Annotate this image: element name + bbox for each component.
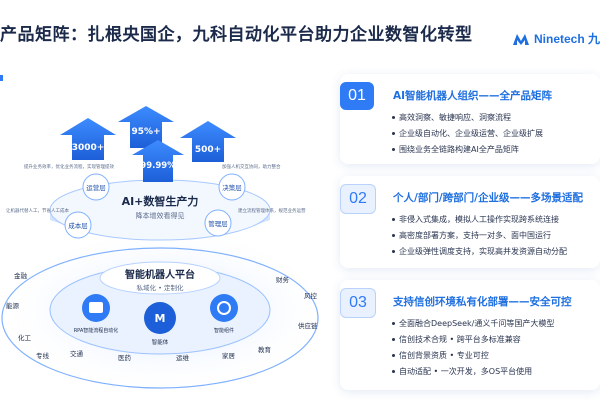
page-title: 产品矩阵：扎根央国企，九科自动化平台助力企业数智化转型 [0, 25, 473, 45]
note-mid-left: 让机器代替人工，节省人工成本 [6, 207, 69, 214]
svg-text:运营层: 运营层 [86, 183, 106, 192]
svg-text:管理层: 管理层 [208, 219, 228, 228]
note-mid-right: 建立流程管理体系，规范业务运营 [238, 207, 306, 214]
card-number: 03 [340, 288, 376, 318]
rpa-icon: RPA智能流程自动化 [74, 294, 119, 334]
industry-label: 交通 [70, 349, 84, 358]
industry-label: 运维 [176, 353, 190, 362]
growth-arrows [60, 106, 236, 182]
card-bullet: 企业级自动化、企业级运营、企业级扩展 [392, 129, 543, 138]
note-top-left: 提升业务效率，优化业务流程，实现管理提效 [24, 163, 114, 170]
card-heading: AI智能机器人组织——全产品矩阵 [393, 90, 553, 102]
component-icon: 智能组件 [210, 294, 238, 334]
arrow-label-top: 95%+ [131, 127, 160, 137]
arrow-label-right: 500+ [195, 145, 221, 155]
card-number: 02 [340, 184, 376, 214]
industry-label: 供应链 [298, 321, 318, 330]
industry-label: 医药 [118, 353, 132, 362]
upper-subtitle: 降本增效看得见 [136, 211, 185, 220]
card-03: 03 支持信创环境私有化部署——安全可控 全面融合DeepSeek/通义千问等国… [340, 280, 600, 390]
brand-logo: Ninetech 九 [512, 30, 600, 47]
card-01: 01 AI智能机器人组织——全产品矩阵 高效洞察、敏捷响应、洞察流程 企业级自动… [340, 74, 600, 164]
industry-label: 金融 [14, 271, 28, 280]
svg-text:智能组件: 智能组件 [214, 327, 234, 334]
card-bullet: 信创技术合规 • 跨平台多标准兼容 [392, 335, 521, 344]
card-heading: 个人/部门/跨部门/企业级——多场景适配 [393, 192, 584, 204]
arrow-right [180, 121, 236, 162]
card-bullet: 围绕业务全链路构建AI全产品矩阵 [392, 145, 519, 154]
industry-label: 化工 [18, 333, 32, 342]
card-bullet: 自动适配 • 一次开发，多OS平台使用 [391, 367, 533, 376]
svg-text:RPA智能流程自动化: RPA智能流程自动化 [74, 327, 119, 334]
card-bullet: 高密度部署方案，支持一对多、面中国运行 [392, 231, 551, 240]
svg-text:决策层: 决策层 [222, 183, 242, 192]
node-manage: 管理层 [204, 209, 232, 237]
node-cost: 成本层 [64, 211, 92, 239]
industry-label: 财务 [276, 275, 290, 284]
node-decision: 决策层 [218, 173, 246, 201]
card-bullet: 信创背景资质 • 专业可控 [392, 351, 489, 360]
core-platform-top [99, 261, 221, 295]
svg-text:M: M [155, 312, 166, 325]
industry-label: 风控 [304, 291, 318, 300]
card-heading: 支持信创环境私有化部署——安全可控 [393, 296, 572, 308]
arrow-center [132, 140, 184, 182]
industry-label: 教育 [258, 345, 272, 354]
outer-ring [1, 247, 319, 389]
card-02: 02 个人/部门/跨部门/企业级——多场景适配 非侵入式集成，模拟人工操作实现跨… [340, 176, 600, 268]
product-matrix-diagram: 3000+ 95%+ 99.99% 500+ AI+数智生产力 降本增效看得见 … [0, 60, 335, 400]
node-operate: 运营层 [82, 173, 110, 201]
arrow-left [60, 118, 116, 160]
svg-text:成本层: 成本层 [68, 221, 88, 230]
core-title: 智能机器人平台 [125, 268, 195, 281]
slide-marker [0, 75, 3, 81]
industry-label: 专线 [36, 351, 50, 360]
industry-labels: 金融 能源 化工 交通 医药 运维 家居 教育 财务 风控 供应链 专线 [6, 271, 318, 362]
arrow-center-top [118, 106, 174, 148]
arrow-label-center: 99.99% [140, 161, 176, 171]
card-bullet: 全面融合DeepSeek/通义千问等国产大模型 [391, 319, 555, 328]
ninetech-logo-icon [512, 33, 529, 45]
logo-text: Ninetech 九 [533, 32, 600, 46]
core-subtitle: 私域化 • 定制化 [137, 283, 184, 292]
card-bullet: 非侵入式集成，模拟人工操作实现跨系统连接 [392, 215, 559, 224]
svg-text:智能体: 智能体 [152, 338, 169, 346]
arrow-label-left: 3000+ [72, 143, 105, 153]
industry-label: 能源 [6, 301, 20, 310]
card-bullet: 高效洞察、敏捷响应、洞察流程 [392, 113, 511, 122]
upper-title: AI+数智生产力 [122, 194, 199, 208]
card-number: 01 [340, 82, 374, 110]
card-bullet: 企业级弹性调度支持，实现高并发资源自动分配 [392, 247, 567, 256]
industry-label: 家居 [222, 351, 236, 360]
agent-icon: M 智能体 [144, 302, 176, 346]
note-top-right: 加强人机交互协同，助力整合 [222, 163, 281, 170]
